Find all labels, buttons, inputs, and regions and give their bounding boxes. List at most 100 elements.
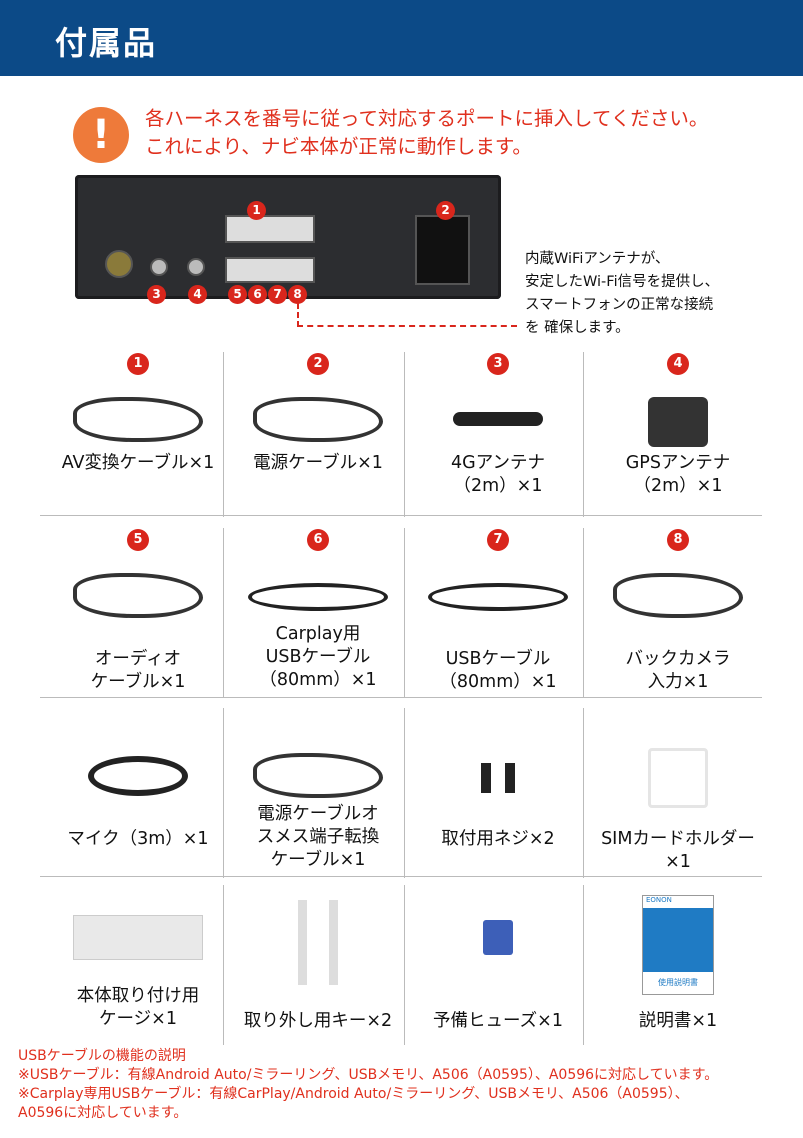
item-label: オーディオケーブル×1 <box>38 648 238 694</box>
item-label-line: ケーブル×1 <box>270 850 366 870</box>
item-label: バックカメラ入力×1 <box>578 648 778 694</box>
badge-6: 6 <box>248 285 267 304</box>
badge-4: 4 <box>188 285 207 304</box>
notice-line: これにより、ナビ本体が正常に動作します。 <box>145 135 532 158</box>
notice-text: 各ハーネスを番号に従って対応するポートに挿入してください。 これにより、ナビ本体… <box>145 105 708 161</box>
radio-port <box>105 250 133 278</box>
footnote-line: ※USBケーブル：有線Android Auto/ミラーリング、USBメモリ、A5… <box>18 1067 719 1083</box>
column-divider <box>583 708 584 878</box>
item-label: 取り外し用キー×2 <box>218 1010 418 1033</box>
cable-image <box>73 573 203 618</box>
badge-2: 2 <box>436 201 455 220</box>
item-label-line: 取り外し用キー×2 <box>243 1011 393 1031</box>
item-number-badge: 2 <box>307 353 329 375</box>
badge-1: 1 <box>247 201 266 220</box>
accessory-item: 電源ケーブルオスメス端子転換ケーブル×1 <box>218 708 418 878</box>
item-number-badge: 5 <box>127 529 149 551</box>
accessory-item: マイク（3m）×1 <box>38 708 238 878</box>
item-label-line: ケージ×1 <box>99 1009 177 1029</box>
cable-image <box>253 397 383 442</box>
wifi-note-line: 内蔵WiFiアンテナが、 <box>525 251 670 267</box>
port-4 <box>187 258 205 276</box>
item-label-line: 本体取り付け用 <box>76 986 200 1006</box>
badge-3: 3 <box>147 285 166 304</box>
column-divider <box>583 352 584 517</box>
accessory-item: SIMカードホルダー×1 <box>578 708 778 878</box>
wifi-note-line: スマートフォンの正常な接続 <box>525 297 714 313</box>
port-3 <box>150 258 168 276</box>
item-label: 電源ケーブルオスメス端子転換ケーブル×1 <box>218 803 418 872</box>
accessory-item: 取付用ネジ×2 <box>398 708 598 878</box>
footnote-line: ※Carplay専用USBケーブル：有線CarPlay/Android Auto… <box>18 1086 689 1102</box>
column-divider <box>223 708 224 878</box>
column-divider <box>404 528 405 698</box>
item-label-line: マイク（3m）×1 <box>67 829 209 849</box>
footnote-line: USBケーブルの機能の説明 <box>18 1048 186 1064</box>
column-divider <box>223 352 224 517</box>
usb-image <box>248 583 388 611</box>
accessory-item: 予備ヒューズ×1 <box>398 885 598 1045</box>
item-label-line: AV変換ケーブル×1 <box>61 453 215 473</box>
fuse-image <box>483 920 513 955</box>
item-label-line: ×1 <box>665 852 691 872</box>
item-label-line: 説明書×1 <box>638 1011 718 1031</box>
item-label: 取付用ネジ×2 <box>398 828 598 851</box>
item-number-badge: 7 <box>487 529 509 551</box>
cage-image <box>73 915 203 960</box>
item-label-line: 入力×1 <box>647 672 709 692</box>
item-label-line: バックカメラ <box>625 649 731 669</box>
manual-title: 使用説明書 <box>643 972 713 994</box>
item-label-line: 4Gアンテナ <box>451 453 545 473</box>
item-label-line: （80mm）×1 <box>259 670 377 690</box>
row-divider <box>40 876 762 877</box>
item-label-line: 電源ケーブルオ <box>257 804 379 824</box>
item-label-line: USBケーブル <box>445 649 551 669</box>
row-divider <box>40 515 762 516</box>
column-divider <box>223 885 224 1045</box>
badge-5: 5 <box>228 285 247 304</box>
wifi-note-line: 安定したWi-Fi信号を提供し、 <box>525 274 720 290</box>
screw-image <box>481 763 515 793</box>
wifi-note: 内蔵WiFiアンテナが、 安定したWi-Fi信号を提供し、 スマートフォンの正常… <box>525 248 719 340</box>
column-divider <box>404 885 405 1045</box>
item-label: Carplay用 USBケーブル （80mm）×1 <box>218 623 418 692</box>
sim-image <box>648 748 708 808</box>
head-unit-rear-image <box>75 175 501 299</box>
accessory-item: 5 オーディオケーブル×1 <box>38 528 238 698</box>
column-divider <box>404 708 405 878</box>
callout-line <box>297 325 517 327</box>
key-image <box>298 900 338 985</box>
item-label: 予備ヒューズ×1 <box>398 1010 598 1033</box>
item-number-badge: 6 <box>307 529 329 551</box>
accessory-item: 取り外し用キー×2 <box>218 885 418 1045</box>
column-divider <box>583 885 584 1045</box>
cable-image <box>253 753 383 798</box>
port-2 <box>415 215 470 285</box>
column-divider <box>223 528 224 698</box>
item-number-badge: 8 <box>667 529 689 551</box>
item-label-line: Carplay用 <box>275 624 361 644</box>
item-label-line: ケーブル×1 <box>90 672 186 692</box>
cable-image <box>613 573 743 618</box>
accessory-item: 8 バックカメラ入力×1 <box>578 528 778 698</box>
exclamation-icon: ! <box>73 107 129 163</box>
item-label-line: スメス端子転換 <box>256 827 380 847</box>
badge-8: 8 <box>288 285 307 304</box>
item-number-badge: 4 <box>667 353 689 375</box>
item-label: マイク（3m）×1 <box>38 828 238 851</box>
item-label: AV変換ケーブル×1 <box>38 452 238 475</box>
item-label-line: USBケーブル <box>265 647 371 667</box>
item-label: 本体取り付け用ケージ×1 <box>38 985 238 1031</box>
item-label: 電源ケーブル×1 <box>218 452 418 475</box>
port-5-8 <box>225 257 315 283</box>
item-label-line: （2m）×1 <box>453 476 543 496</box>
item-label: 説明書×1 <box>578 1010 778 1033</box>
cable-image <box>73 397 203 442</box>
port-1 <box>225 215 315 243</box>
